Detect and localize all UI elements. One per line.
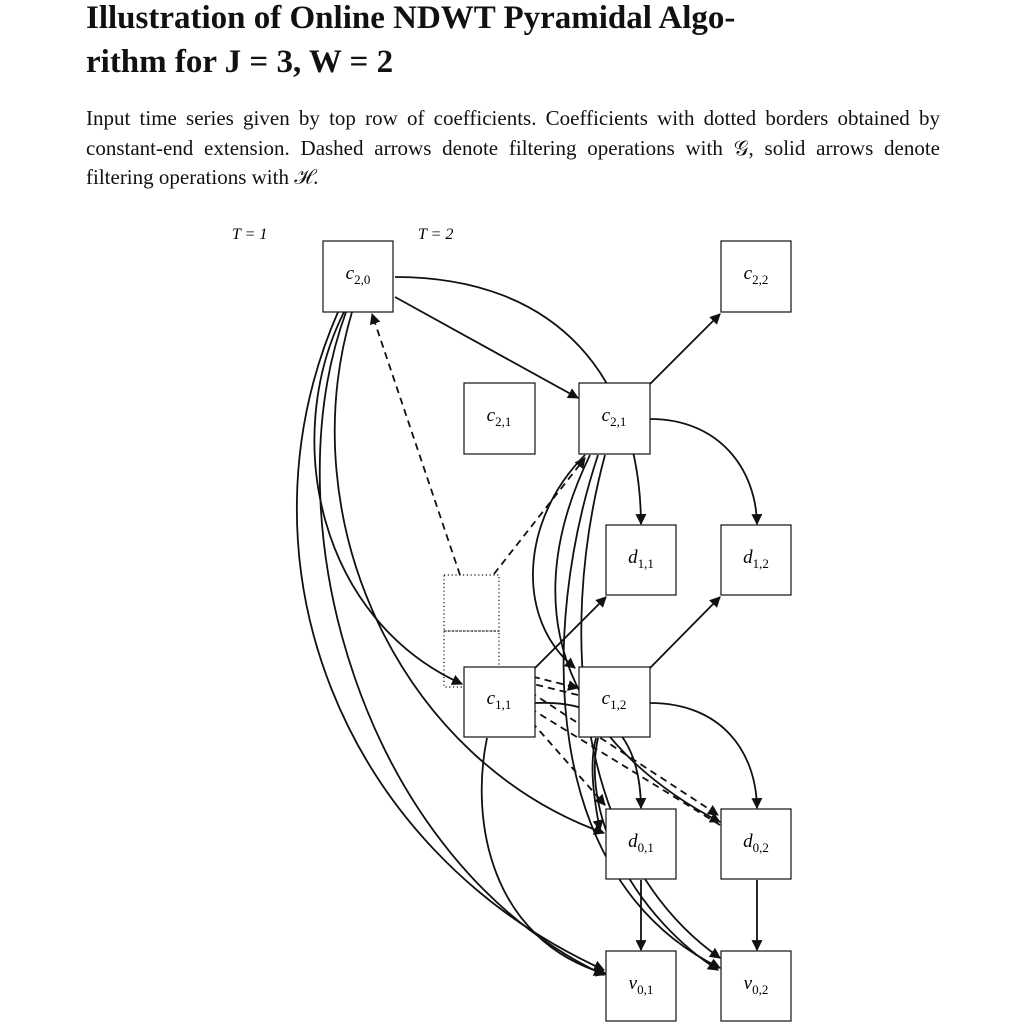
edge-ext-c21 bbox=[493, 457, 586, 575]
edge-ext-c20 bbox=[369, 312, 461, 576]
edge-c20-c21 bbox=[394, 296, 579, 399]
svg-text:c2,1: c2,1 bbox=[602, 405, 627, 429]
caption-line-1: Input time series given by top row of co… bbox=[86, 106, 757, 130]
figure-caption: Input time series given by top row of co… bbox=[86, 104, 940, 193]
edges bbox=[295, 276, 763, 977]
node-c20: c2,0 bbox=[322, 240, 394, 313]
edge-c20-d01 bbox=[333, 311, 606, 835]
svg-text:d0,1: d0,1 bbox=[628, 831, 654, 855]
edge-c21-c22 bbox=[649, 313, 721, 385]
svg-text:v0,2: v0,2 bbox=[744, 973, 769, 997]
node-c12: c1,2 bbox=[578, 666, 651, 738]
edge-c12-d01 bbox=[591, 737, 604, 832]
node-c22: c2,2 bbox=[720, 240, 792, 313]
caption-line-2: borders obtained by constant-end extensi… bbox=[86, 106, 941, 160]
svg-text:c2,2: c2,2 bbox=[744, 263, 769, 287]
title-line-1: Illustration of Online NDWT Pyramidal Al… bbox=[86, 0, 736, 36]
edge-c12-d02 bbox=[649, 702, 763, 810]
edge-c20-d11 bbox=[394, 276, 647, 526]
edge-ext-d02 bbox=[499, 671, 719, 816]
node-c21-left: c2,1 bbox=[463, 382, 536, 455]
title-line-2: rithm for J = 3, W = 2 bbox=[86, 44, 394, 80]
edge-c21-c12 bbox=[532, 454, 586, 669]
extension-box-upper bbox=[443, 574, 500, 632]
svg-text:d1,1: d1,1 bbox=[628, 547, 654, 571]
node-d11: d1,1 bbox=[605, 524, 677, 596]
node-v02: v0,2 bbox=[720, 950, 792, 1022]
edge-c12-d12 bbox=[649, 596, 721, 669]
svg-text:c2,1: c2,1 bbox=[487, 405, 512, 429]
node-d01: d0,1 bbox=[605, 808, 677, 880]
edge-c20-v01-b bbox=[318, 311, 605, 976]
svg-text:d0,2: d0,2 bbox=[743, 831, 769, 855]
svg-text:c1,1: c1,1 bbox=[487, 688, 512, 712]
edge-c11-d11 bbox=[534, 596, 607, 669]
edge-c20-ext bbox=[313, 311, 464, 685]
edge-c21-d12 bbox=[649, 418, 763, 526]
svg-text:v0,1: v0,1 bbox=[629, 973, 654, 997]
caption-line-3: operations with 𝒢, solid arrows denote f… bbox=[86, 135, 940, 190]
time-label-t1: T = 1 bbox=[232, 226, 267, 243]
page-title: Illustration of Online NDWT Pyramidal Al… bbox=[86, 0, 946, 84]
node-v01: v0,1 bbox=[605, 950, 677, 1022]
node-c21-right: c2,1 bbox=[578, 382, 651, 455]
edge-c21-v02-b bbox=[580, 454, 721, 959]
node-d02: d0,2 bbox=[720, 808, 792, 880]
edge-c20-v01-a bbox=[295, 311, 606, 971]
edge-c11-v01 bbox=[480, 737, 608, 977]
node-c11: c1,1 bbox=[463, 666, 536, 738]
svg-text:c2,0: c2,0 bbox=[346, 263, 371, 287]
node-d12: d1,2 bbox=[720, 524, 792, 596]
extension-box-lower bbox=[443, 630, 500, 688]
svg-text:c1,2: c1,2 bbox=[602, 688, 627, 712]
edge-c21-v02-a bbox=[562, 454, 721, 969]
edge-c21-d02 bbox=[554, 454, 721, 823]
time-label-t2: T = 2 bbox=[418, 226, 453, 243]
svg-text:d1,2: d1,2 bbox=[743, 547, 769, 571]
